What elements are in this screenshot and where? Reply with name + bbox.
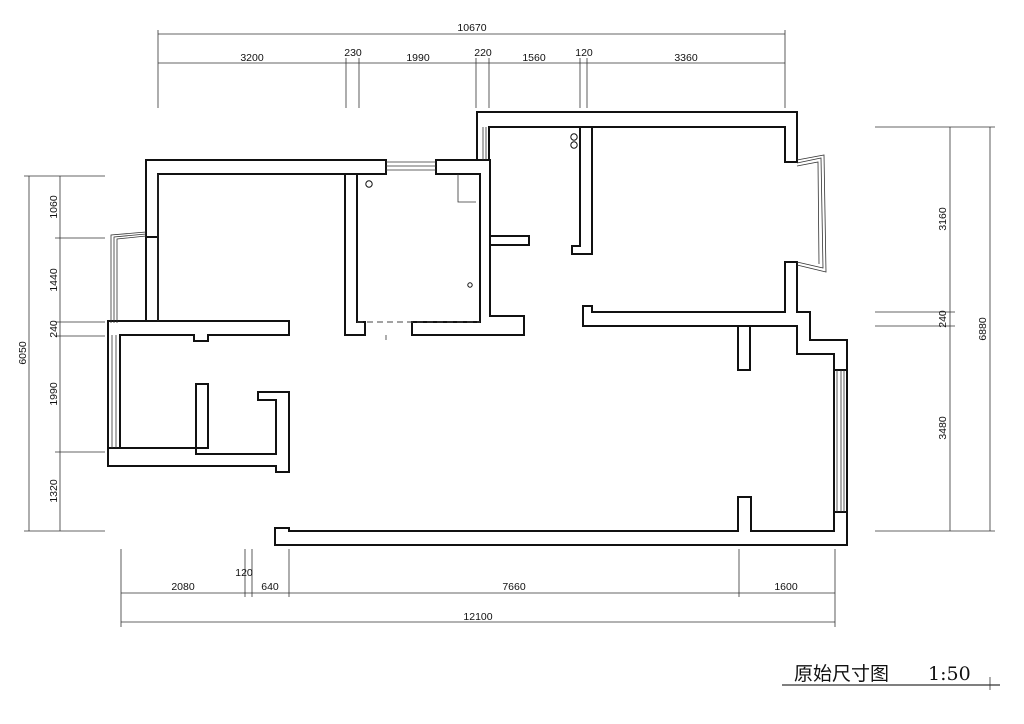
wall-segment [344, 173, 366, 336]
dim-left-5: 1320 [48, 479, 60, 503]
dim-top-4: 220 [474, 47, 492, 59]
wall-segment [833, 369, 848, 513]
dim-top-7: 3360 [674, 52, 698, 64]
dim-top-total: 10670 [457, 22, 486, 34]
title-text: 原始尺寸图 [794, 663, 889, 685]
dim-left-3: 240 [48, 320, 60, 338]
drawing-title: 原始尺寸图 1:50 [794, 663, 971, 685]
dim-top-3: 1990 [406, 52, 430, 64]
dim-left-4: 1990 [48, 382, 60, 406]
pipe-circle [570, 133, 578, 141]
pipe-circle [467, 282, 473, 288]
dim-top-1: 3200 [240, 52, 264, 64]
wall-segment [582, 261, 848, 371]
pipe-circle [570, 141, 578, 149]
walls [107, 111, 848, 546]
wall-segment [274, 496, 848, 546]
dim-right-3: 3480 [937, 416, 949, 440]
wall-segment [107, 383, 290, 473]
dim-bottom-total: 12100 [463, 611, 492, 623]
dim-bottom-4: 7660 [502, 581, 526, 593]
dim-bottom-3: 640 [261, 581, 279, 593]
scale-text: 1:50 [928, 663, 971, 685]
wall-segment [411, 159, 525, 336]
pipe-circle [365, 180, 373, 188]
dim-bottom-2: 120 [235, 567, 253, 579]
dim-top-2: 230 [344, 47, 362, 59]
windows [110, 127, 845, 512]
dim-left-2: 1440 [48, 268, 60, 292]
dim-top-6: 120 [575, 47, 593, 59]
wall-segment [489, 235, 530, 246]
dim-bottom-5: 1600 [774, 581, 798, 593]
fixtures [365, 133, 578, 288]
dimension-labels: 10670 3200 230 1990 220 1560 120 3360 20… [17, 22, 989, 623]
dim-right-1: 3160 [937, 207, 949, 231]
dim-top-5: 1560 [522, 52, 546, 64]
dimension-lines [24, 30, 1000, 690]
wall-segment [476, 111, 798, 163]
dim-left-1: 1060 [48, 195, 60, 219]
dim-right-2: 240 [937, 310, 949, 328]
dim-bottom-1: 2080 [171, 581, 195, 593]
dim-right-total: 6880 [977, 317, 989, 341]
wall-segment [571, 126, 593, 255]
dim-left-total: 6050 [17, 341, 29, 365]
wall-segment [145, 236, 159, 322]
